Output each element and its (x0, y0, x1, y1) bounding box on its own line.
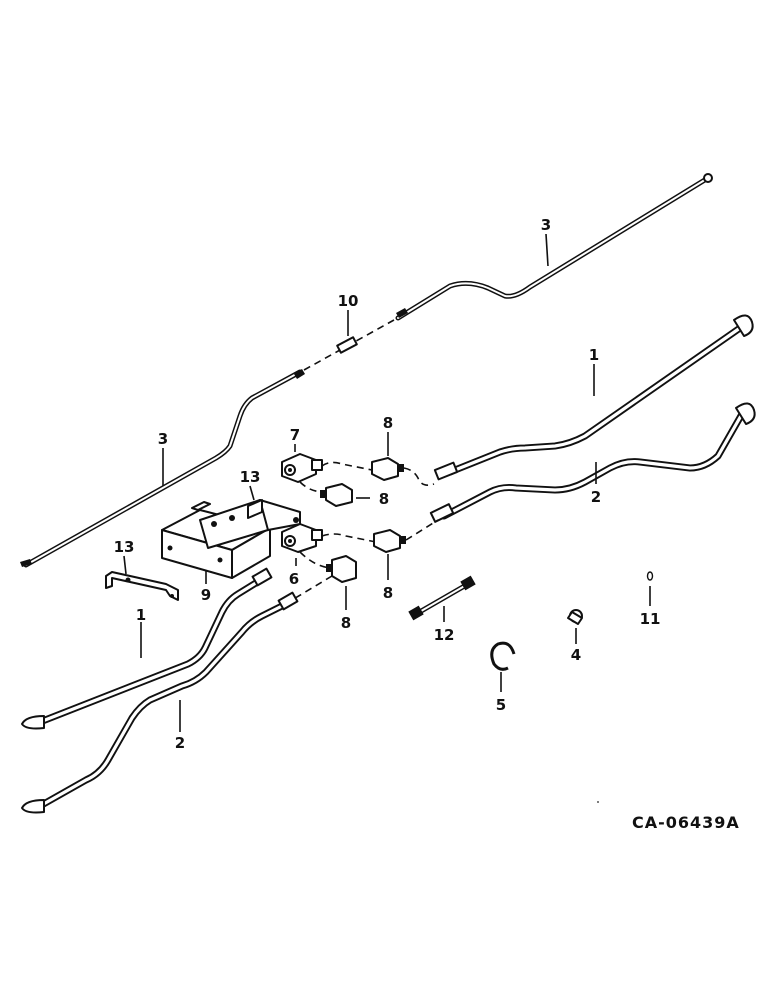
callout-3-left: 3 (158, 430, 168, 448)
callout-5: 5 (496, 696, 506, 714)
elbow-8-b (299, 481, 370, 507)
callout-2-top: 2 (591, 488, 601, 506)
callout-1-top: 1 (589, 346, 599, 364)
bracket-13-upper (247, 485, 263, 519)
ring-11 (646, 571, 654, 606)
callout-8-d: 8 (341, 614, 351, 632)
callout-2-bottom: 2 (175, 734, 185, 752)
callout-8-c: 8 (383, 584, 393, 602)
fitting-7 (281, 444, 323, 483)
callout-9: 9 (201, 586, 211, 604)
leader-3-top (545, 233, 549, 267)
bracket-13-lower (105, 555, 179, 601)
callout-10: 10 (338, 292, 359, 310)
callout-11: 11 (640, 610, 661, 628)
callout-8-a: 8 (383, 414, 393, 432)
tube-3-left (20, 369, 305, 568)
fitting-12 (408, 575, 476, 622)
scan-speck (597, 801, 599, 803)
callout-7: 7 (290, 426, 300, 444)
valve-block-9 (161, 499, 301, 579)
elbow-8-d (291, 551, 357, 610)
hose-1-upper (433, 314, 754, 481)
callout-12: 12 (434, 626, 455, 644)
connector-10 (303, 319, 395, 371)
hose-2-upper (429, 402, 756, 523)
elbow-8-a (321, 432, 435, 486)
clip-5 (490, 641, 516, 692)
callout-1-bottom: 1 (136, 606, 146, 624)
callout-8-b: 8 (379, 490, 389, 508)
clamp-4 (567, 609, 583, 644)
tube-3-right (395, 173, 713, 321)
fitting-6 (281, 523, 323, 566)
callout-3-top: 3 (541, 216, 551, 234)
callout-4: 4 (571, 646, 581, 664)
callout-6: 6 (289, 570, 299, 588)
drawing-number: CA-06439A (632, 813, 740, 832)
callout-13-upper: 13 (240, 468, 261, 486)
hose-1-lower (21, 567, 273, 730)
elbow-8-c (321, 519, 439, 580)
hose-2-lower (21, 591, 299, 814)
callout-13-lower: 13 (114, 538, 135, 556)
